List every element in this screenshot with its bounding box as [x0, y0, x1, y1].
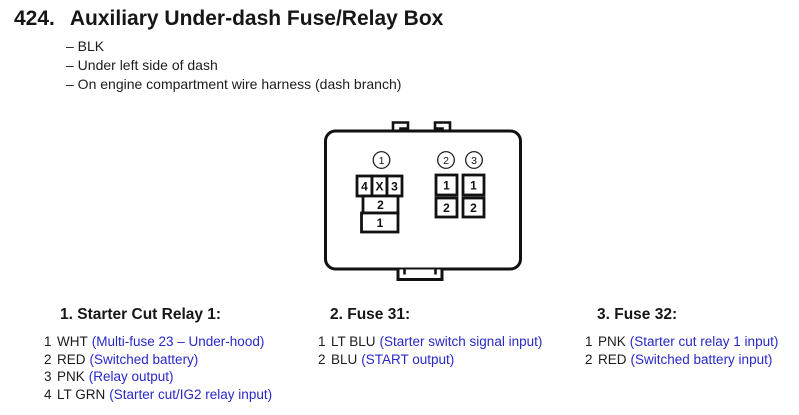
section2-title: 2. Fuse 31: [330, 306, 411, 323]
pin-number: 1 [44, 334, 52, 349]
pin-number: 4 [44, 386, 52, 402]
pin-row: 1 WHT(Multi-fuse 23 – Under-hood) [44, 333, 272, 351]
fuse31-cell-2 [434, 196, 459, 219]
section1-title: 1. Starter Cut Relay 1: [60, 306, 222, 323]
fuse31-cell-1 [434, 173, 459, 197]
section1-pin-list: 1 WHT(Multi-fuse 23 – Under-hood) 2 RED(Sw… [44, 333, 272, 403]
pin-number: 2 [318, 351, 326, 367]
connector2-circle [437, 151, 455, 169]
pin-row: 2 RED(Switched battery) [44, 351, 272, 369]
pin-number: 3 [44, 369, 52, 384]
mount-tab-top-right [433, 121, 452, 131]
wire-color: BLU [331, 351, 358, 367]
fuse32-cell1-label: 1 [470, 179, 477, 193]
page-title: 424. Auxiliary Under-dash Fuse/Relay Box [14, 7, 443, 31]
connector1-callout: 1 [372, 151, 391, 169]
note-location: – Under left side of dash [66, 57, 218, 73]
relay1-cell1-label: 1 [377, 216, 384, 230]
section-number: 424. [14, 7, 55, 30]
relay1-cell3-label: 3 [391, 180, 398, 194]
pin-description: (Starter cut relay 1 input) [629, 334, 779, 349]
relay1-cellx-label: X [375, 180, 383, 194]
pin-number: 2 [585, 351, 593, 367]
pin-description: (Starter cut/IG2 relay input) [109, 386, 273, 402]
note-color-code: – BLK [66, 38, 105, 54]
wire-color: LT BLU [331, 334, 376, 349]
relay1-pin-block: 4 X 3 2 1 [355, 174, 404, 234]
fuse32-cell-2 [461, 196, 486, 219]
pin-row: 2 RED(Switched battery input) [585, 351, 778, 369]
fuse31-cell1-label: 1 [443, 179, 450, 193]
pin-row: 3 PNK(Relay output) [44, 368, 272, 386]
relay1-cell2-label: 2 [377, 198, 384, 212]
pin-row: 1 LT BLU(Starter switch signal input) [318, 333, 542, 351]
mount-tab-bottom-notches [403, 269, 437, 275]
fuse32-cell-1 [461, 173, 486, 197]
pin-number: 1 [318, 334, 326, 349]
mount-tab-bottom [396, 269, 444, 281]
connector3-circle [465, 151, 483, 169]
pin-row: 1 PNK(Starter cut relay 1 input) [585, 333, 778, 351]
wire-color: RED [598, 351, 627, 367]
pin-number: 1 [585, 334, 593, 349]
pin-description: (START output) [361, 351, 455, 367]
connector-diagram-svg: 1 2 3 4 X 3 2 1 1 2 [324, 121, 522, 281]
pin-description: (Switched battery input) [630, 351, 773, 367]
wire-color: PNK [598, 334, 626, 349]
note-harness: – On engine compartment wire harness (da… [66, 76, 402, 92]
section2-pin-list: 1 LT BLU(Starter switch signal input) 2 BL… [318, 333, 542, 368]
section-fuse-32: 3. Fuse 32: 1 PNK(Starter cut relay 1 inp… [585, 306, 778, 368]
wire-color: WHT [57, 334, 88, 349]
pin-description: (Relay output) [88, 369, 174, 384]
pin-row: 4 LT GRN(Starter cut/IG2 relay input) [44, 386, 272, 404]
pin-row: 2 BLU(START output) [318, 351, 542, 369]
pin-number: 2 [44, 351, 52, 367]
connector3-callout: 3 [465, 151, 483, 169]
wire-color: LT GRN [57, 386, 106, 402]
fuse-relay-box-diagram: 1 2 3 4 X 3 2 1 1 2 [320, 114, 525, 286]
pin-description: (Multi-fuse 23 – Under-hood) [91, 334, 265, 349]
connector2-callout: 2 [437, 151, 455, 169]
section-fuse-31: 2. Fuse 31: 1 LT BLU(Starter switch signa… [318, 306, 542, 368]
section3-title: 3. Fuse 32: [597, 306, 678, 323]
section-title: Auxiliary Under-dash Fuse/Relay Box [69, 7, 444, 30]
connector3-number: 3 [471, 155, 477, 167]
relay1-cell-1 [360, 211, 400, 234]
connector2-number: 2 [443, 155, 449, 167]
fuse-box-outline [324, 129, 522, 271]
fuse32-pin-block: 1 2 [461, 173, 486, 219]
connector1-number: 1 [379, 155, 385, 167]
pin-description: (Starter switch signal input) [379, 334, 543, 349]
fuse32-cell2-label: 2 [470, 201, 477, 215]
fuse31-cell2-label: 2 [443, 201, 450, 215]
connector1-circle [372, 151, 391, 169]
section3-pin-list: 1 PNK(Starter cut relay 1 input) 2 RED(Swi… [585, 333, 778, 368]
wire-color: PNK [57, 369, 85, 384]
fuse31-pin-block: 1 2 [434, 173, 459, 219]
pin-description: (Switched battery) [89, 351, 199, 367]
wire-color: RED [57, 351, 86, 367]
location-notes: – BLK – Under left side of dash – On eng… [66, 37, 401, 94]
mount-tab-top-left [391, 121, 410, 131]
section-starter-cut-relay-1: 1. Starter Cut Relay 1: 1 WHT(Multi-fuse … [44, 306, 272, 403]
relay1-cell4-label: 4 [361, 180, 368, 194]
